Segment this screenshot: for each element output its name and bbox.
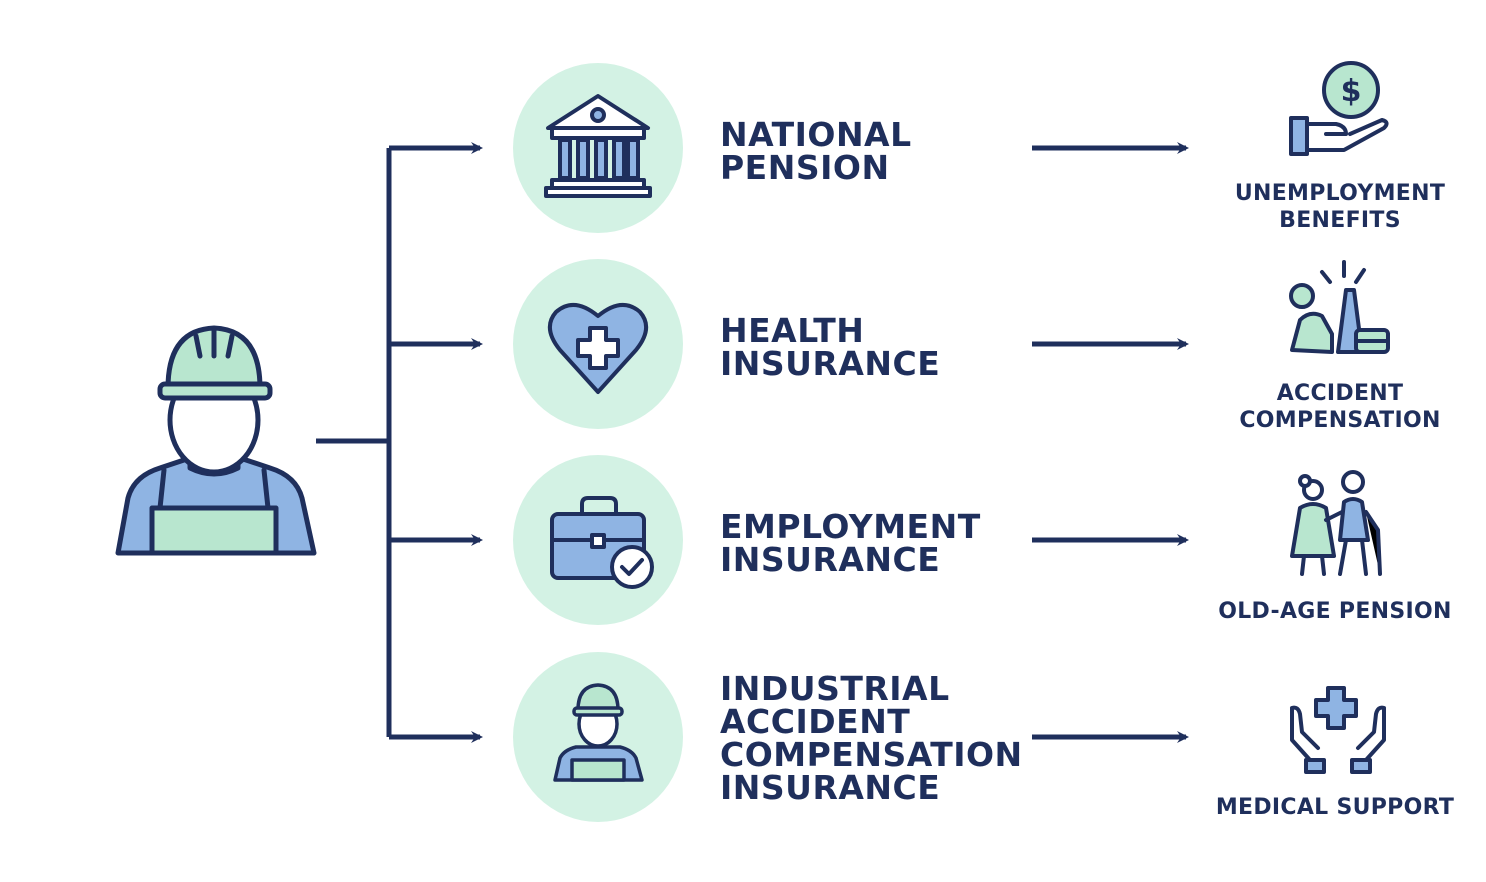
label-line: INSURANCE bbox=[720, 540, 941, 579]
branch-arrows bbox=[389, 142, 483, 743]
branch-connector bbox=[316, 148, 392, 737]
benefit-label-accident-compensation: ACCIDENT COMPENSATION bbox=[1190, 380, 1486, 434]
benefit-label-unemployment-benefits: UNEMPLOYMENT BENEFITS bbox=[1190, 180, 1486, 234]
label-line: MEDICAL SUPPORT bbox=[1215, 795, 1455, 820]
briefcase-check-icon bbox=[550, 496, 654, 589]
label-line: COMPENSATION bbox=[1239, 408, 1441, 433]
hands-medical-cross-icon bbox=[1290, 686, 1386, 774]
elderly-couple-icon bbox=[1290, 470, 1382, 576]
label-line: EMPLOYMENT bbox=[720, 507, 981, 546]
label-line: PENSION bbox=[720, 148, 890, 187]
heart-medical-cross-icon bbox=[548, 303, 648, 394]
insurance-label-health-insurance: HEALTH INSURANCE bbox=[720, 314, 940, 380]
label-line: INSURANCE bbox=[720, 768, 941, 807]
label-line: BENEFITS bbox=[1279, 208, 1401, 233]
insurance-label-national-pension: NATIONAL PENSION bbox=[720, 118, 912, 184]
insurance-label-industrial-accident: INDUSTRIAL ACCIDENT COMPENSATION INSURAN… bbox=[720, 672, 1023, 804]
label-line: INSURANCE bbox=[720, 344, 941, 383]
label-line: ACCIDENT bbox=[1276, 381, 1404, 406]
svg-text:$: $ bbox=[1341, 74, 1362, 109]
bank-building-icon bbox=[544, 94, 652, 198]
hand-coin-dollar-icon: $ bbox=[1289, 61, 1389, 156]
label-line: ACCIDENT bbox=[720, 702, 911, 741]
label-line: OLD-AGE PENSION bbox=[1218, 599, 1452, 624]
label-line: COMPENSATION bbox=[720, 735, 1023, 774]
construction-worker-icon bbox=[115, 325, 317, 556]
benefit-label-medical-support: MEDICAL SUPPORT bbox=[1185, 794, 1485, 821]
label-line: NATIONAL bbox=[720, 115, 912, 154]
label-line: UNEMPLOYMENT bbox=[1234, 181, 1446, 206]
label-line: HEALTH bbox=[720, 311, 865, 350]
worker-hardhat-icon bbox=[553, 683, 644, 782]
benefit-label-old-age-pension: OLD-AGE PENSION bbox=[1185, 598, 1485, 625]
benefit-arrows bbox=[1032, 142, 1189, 743]
injured-person-icon bbox=[1289, 260, 1390, 354]
label-line: INDUSTRIAL bbox=[720, 669, 950, 708]
insurance-label-employment-insurance: EMPLOYMENT INSURANCE bbox=[720, 510, 981, 576]
